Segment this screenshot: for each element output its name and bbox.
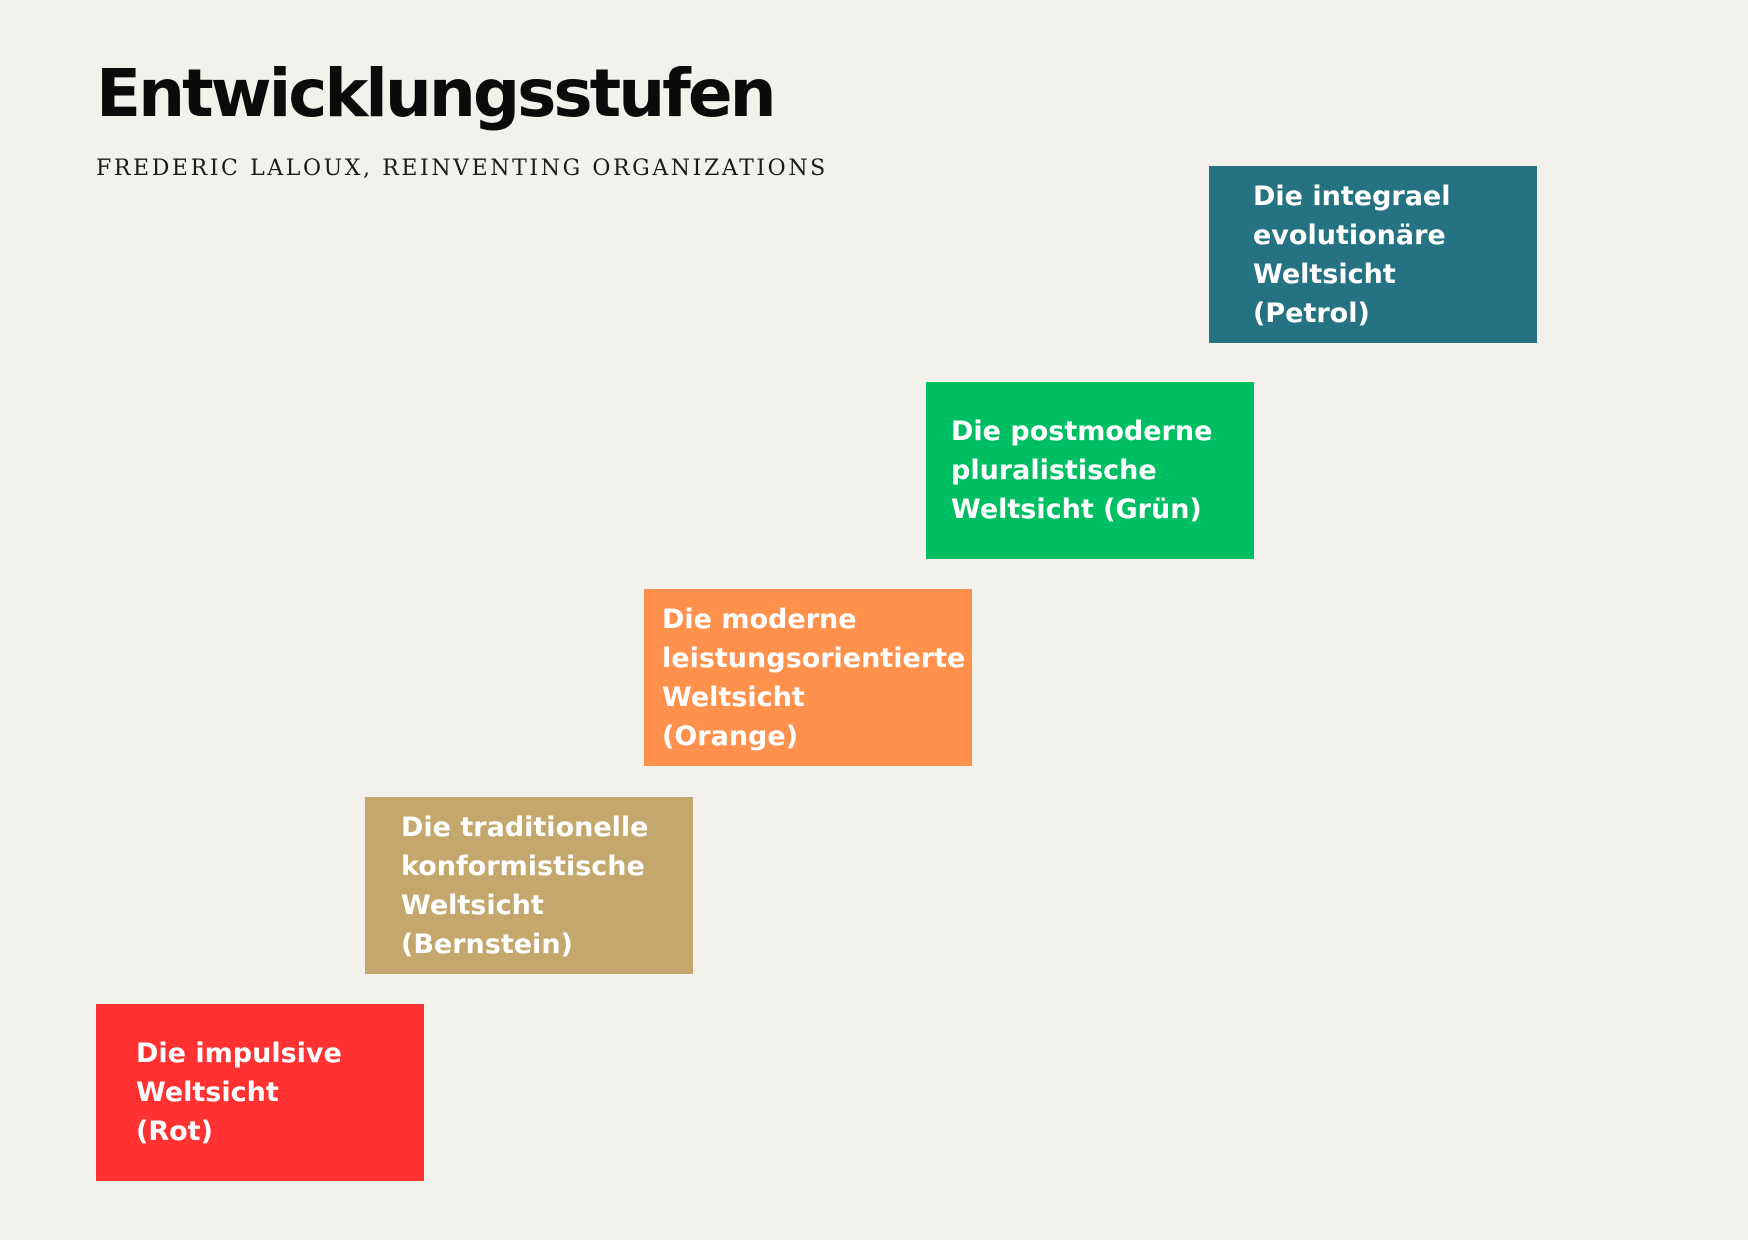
page-subtitle: FREDERIC LALOUX, REINVENTING ORGANIZATIO… bbox=[96, 156, 828, 181]
stage-box-orange: Die moderne leistungsorientierte Weltsic… bbox=[644, 589, 972, 766]
stage-box-amber: Die traditionelle konformistische Weltsi… bbox=[365, 797, 693, 974]
stage-label-green: Die postmoderne pluralistische Weltsicht… bbox=[951, 416, 1213, 525]
stage-label-teal: Die integrael evolutionäre Weltsicht (Pe… bbox=[1253, 180, 1451, 329]
stage-box-green: Die postmoderne pluralistische Weltsicht… bbox=[926, 382, 1254, 559]
stage-label-orange: Die moderne leistungsorientierte Weltsic… bbox=[662, 603, 966, 752]
page-title: Entwicklungsstufen bbox=[96, 55, 777, 132]
stage-label-red: Die impulsive Weltsicht (Rot) bbox=[136, 1038, 342, 1147]
stage-label-amber: Die traditionelle konformistische Weltsi… bbox=[401, 811, 649, 960]
stage-box-red: Die impulsive Weltsicht (Rot) bbox=[96, 1004, 424, 1181]
stage-box-teal: Die integrael evolutionäre Weltsicht (Pe… bbox=[1209, 166, 1537, 343]
